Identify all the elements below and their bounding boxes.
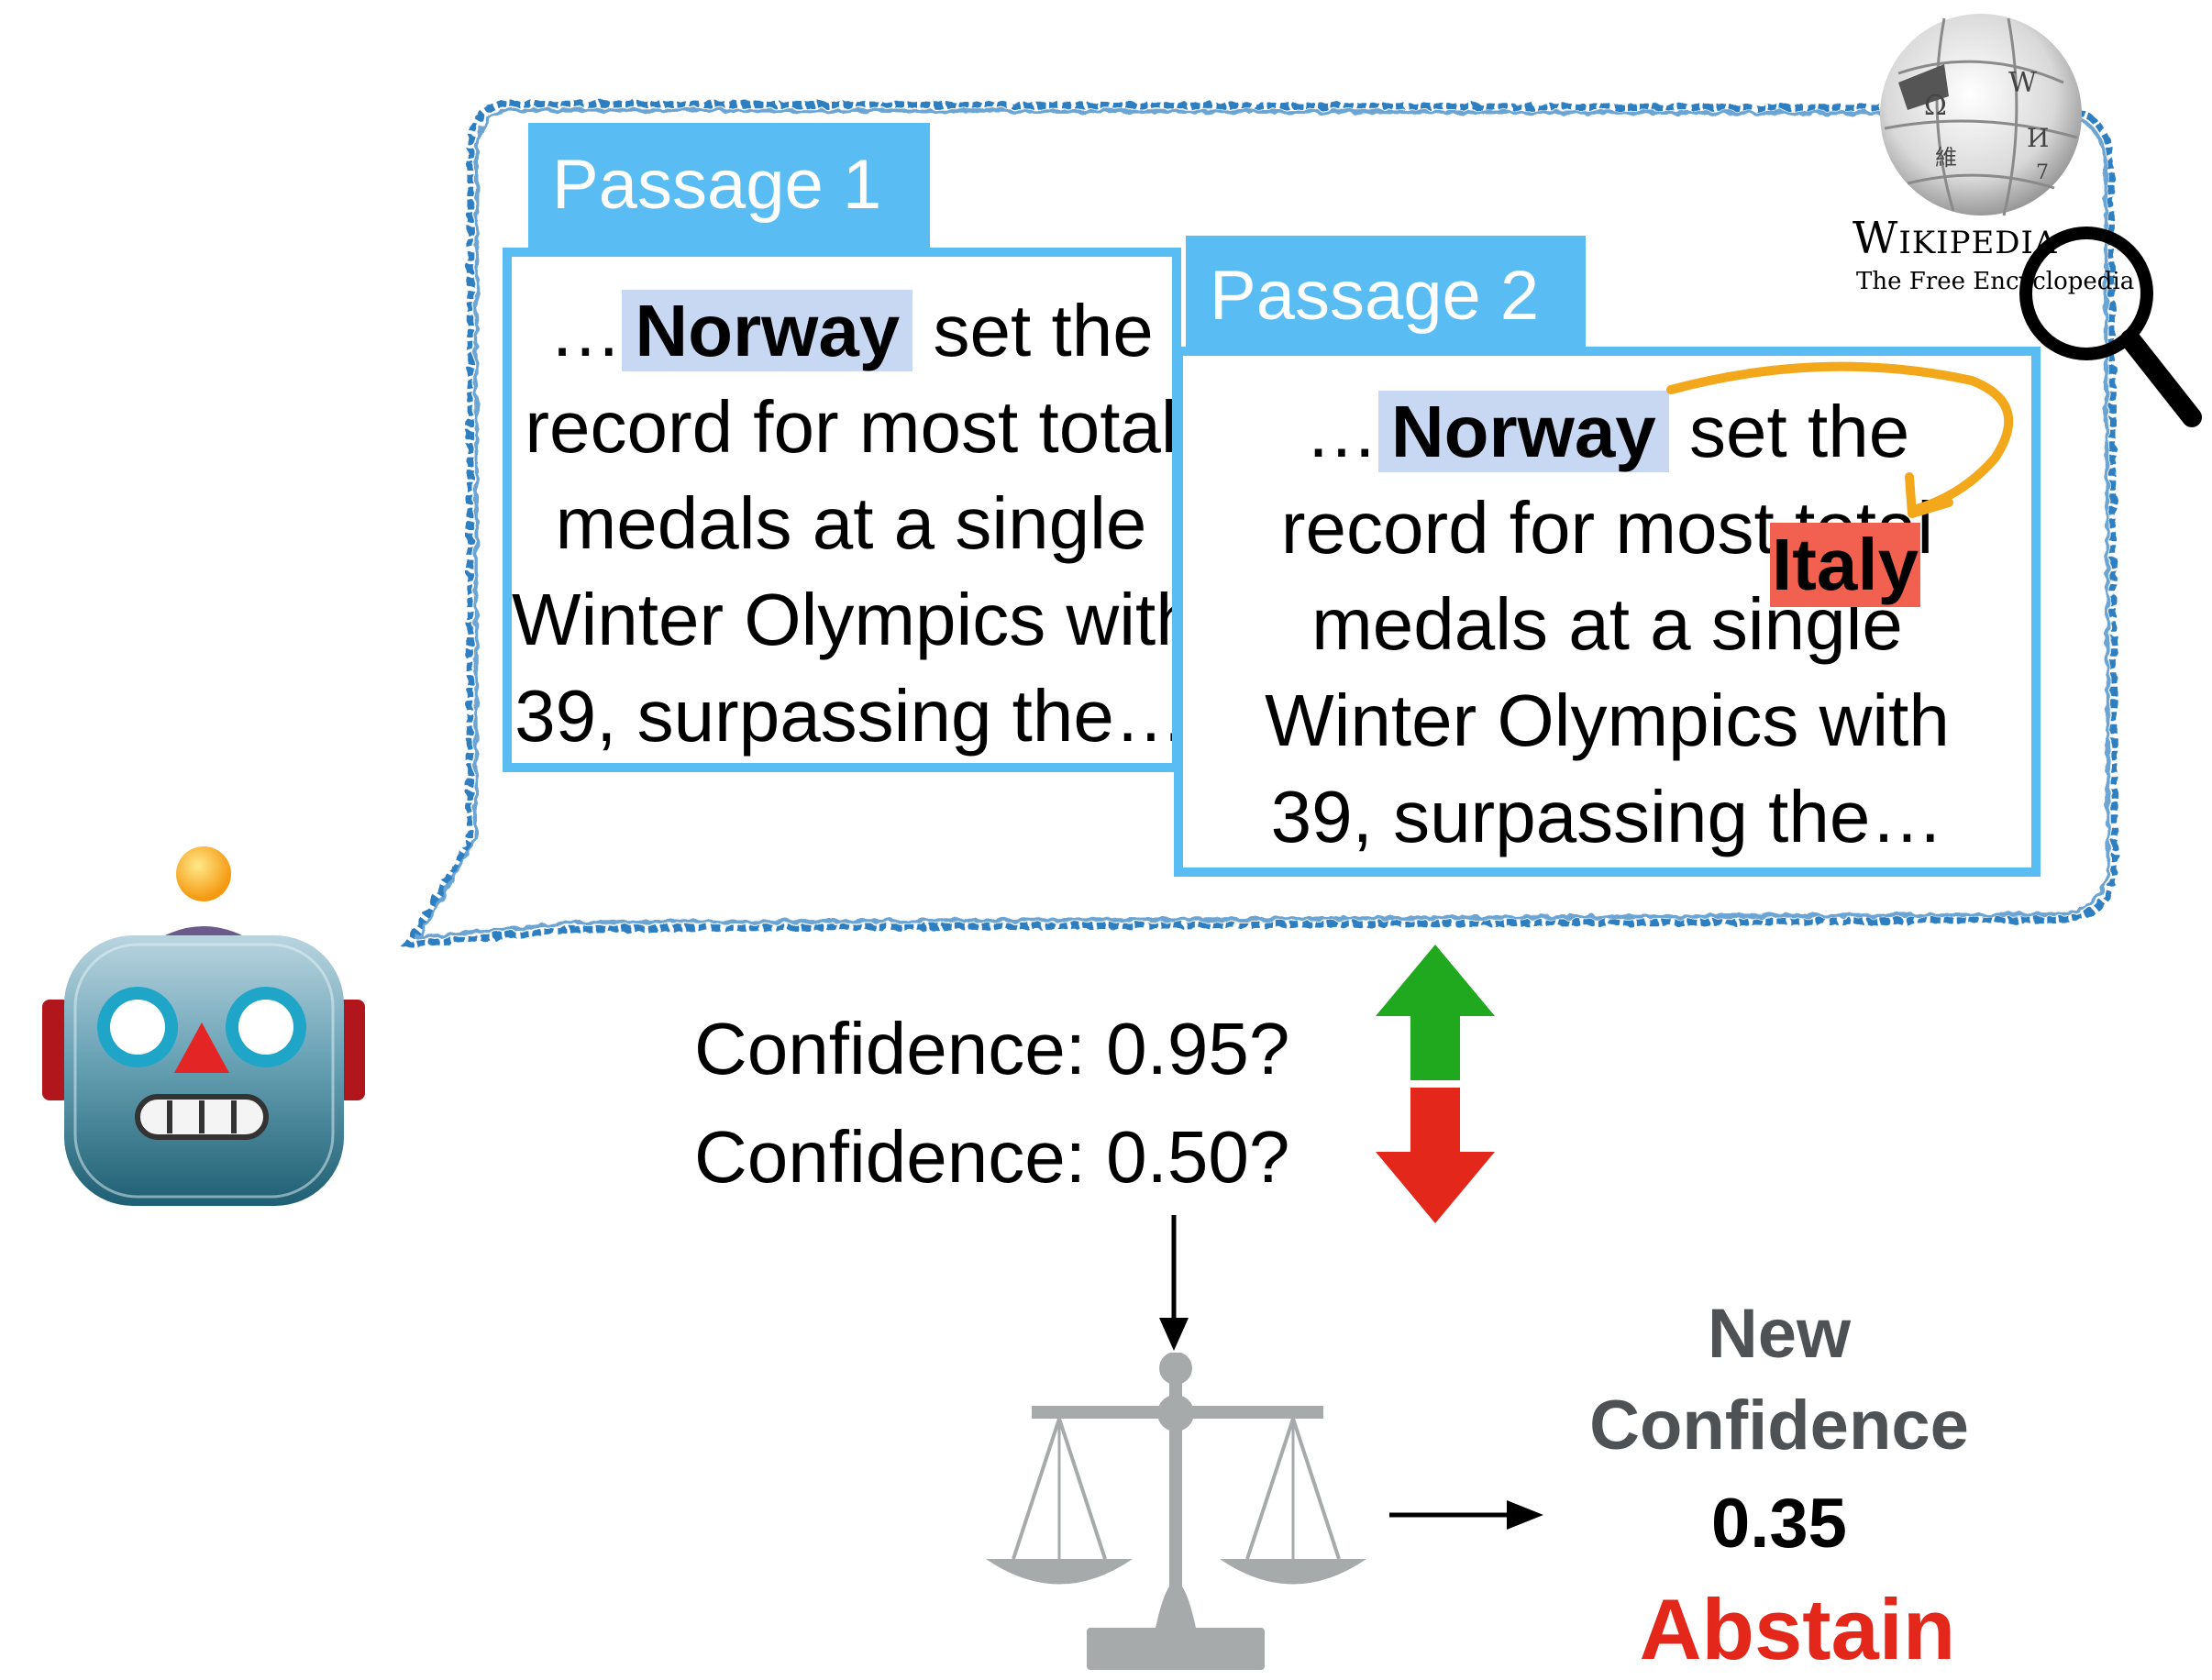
svg-text:維: 維 [1935,145,1957,171]
svg-text:Ω: Ω [1924,90,1947,122]
confidence-high: Confidence: 0.95? [694,1008,1290,1089]
confidence-low: Confidence: 0.50? [694,1116,1290,1198]
passage-2-tab: Passage 2 [1186,236,1586,350]
balance-scale-icon [986,1353,1366,1670]
passage-2-title: Passage 2 [1210,257,1540,335]
new-confidence-label: New Confidence [1589,1295,1969,1464]
passage-1-title: Passage 1 [552,146,882,224]
magnifier-icon [2019,227,2202,427]
down-arrow-icon [1376,1088,1495,1223]
down-pointer-arrow-icon [1159,1215,1189,1351]
passage-2-entity: Norway [1377,391,1669,472]
passage-2-box: …Norway set the record for most total me… [1174,347,2041,877]
passage-1-tab: Passage 1 [528,123,930,248]
wikipedia-globe-icon: Ω W И 維 7 [1880,14,2082,216]
passage-1-entity: Norway [622,290,913,371]
abstain-decision: Abstain [1639,1581,1956,1677]
wikipedia-logo: Ω W И 維 7 Wikipedia The Free Encyclopedi… [1843,9,2134,295]
italy-replacement: Italy [1770,523,1921,607]
passage-1-box: …Norway set the record for most total me… [503,248,1181,772]
right-arrow-icon [1389,1500,1543,1530]
robot-icon [42,846,365,1206]
passage-1-text: …Norway set the record for most total me… [512,290,1181,757]
new-confidence-value: 0.35 [1711,1485,1847,1563]
wikipedia-wordmark: Wikipedia [1853,213,2058,264]
svg-text:7: 7 [2036,161,2049,184]
wikipedia-tagline: The Free Encyclopedia [1856,268,2135,295]
svg-text:И: И [2027,123,2049,153]
up-arrow-icon [1376,945,1495,1080]
svg-text:W: W [2008,67,2037,99]
